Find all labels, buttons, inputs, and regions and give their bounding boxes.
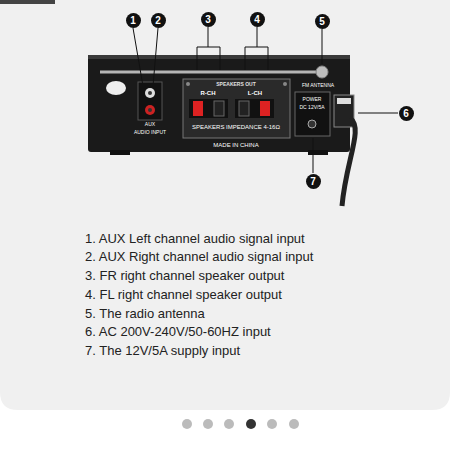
amplifier <box>88 55 355 206</box>
rca-hole <box>148 91 152 95</box>
channel-label: L-CH <box>248 90 262 97</box>
power-tag <box>337 98 351 104</box>
page-dot <box>246 419 256 429</box>
callout-circle: 4 <box>250 12 265 27</box>
page-dot <box>289 419 299 429</box>
speaker-panel <box>183 79 290 138</box>
panel-text: DC 12V/5A <box>299 105 324 111</box>
rca-jack <box>145 88 155 98</box>
card-ground <box>0 0 450 410</box>
foot <box>110 150 130 155</box>
callout-number: 5 <box>315 14 330 29</box>
leader-line <box>313 138 314 173</box>
terminal-black <box>214 101 224 116</box>
page-dot <box>267 419 277 429</box>
panel-text: POWER <box>303 97 322 103</box>
terminal-black <box>239 101 249 116</box>
page-dot <box>182 419 192 429</box>
page-dot <box>203 419 213 429</box>
callout-number: 7 <box>306 174 321 189</box>
panel-text: AUDIO INPUT <box>134 130 166 136</box>
legend-line: 6. AC 200V-240V/50-60HZ input <box>85 325 271 339</box>
leader-line <box>322 29 323 64</box>
terminal-block <box>189 99 228 118</box>
screw <box>186 82 190 86</box>
callout-number: 6 <box>399 106 414 121</box>
callout-circle: 2 <box>151 13 166 28</box>
screw <box>283 82 287 86</box>
callout-number: 4 <box>250 12 265 27</box>
housing-edge <box>88 55 350 59</box>
callout-circle: 5 <box>315 14 330 29</box>
leader-line <box>153 28 158 86</box>
terminal-red <box>260 101 270 116</box>
page-dots <box>182 419 299 429</box>
aux-panel <box>138 82 162 120</box>
leader-lines <box>133 27 398 173</box>
callout-number: 2 <box>151 13 166 28</box>
legend-line: 2. AUX Right channel audio signal input <box>85 250 313 264</box>
page-dot <box>224 419 234 429</box>
legend-line: 7. The 12V/5A supply input <box>85 344 240 358</box>
top-bar <box>0 0 55 4</box>
power-cable <box>342 118 355 206</box>
bracket <box>245 47 268 70</box>
legend-line: 4. FL right channel speaker output <box>85 288 282 302</box>
panel-text: MADE IN CHINA <box>213 142 258 149</box>
callout-circle: 3 <box>201 12 216 27</box>
legend-line: 3. FR right channel speaker output <box>85 269 284 283</box>
leader-line <box>358 113 398 114</box>
panel-text: AUX <box>145 122 155 128</box>
panel-text: SPEAKERS IMPEDANCE 4-16Ω <box>192 124 280 131</box>
rca-hole <box>148 108 152 112</box>
callout-number: 3 <box>201 12 216 27</box>
bracket <box>197 47 220 70</box>
callout-circle: 6 <box>399 106 414 121</box>
sticker <box>106 81 126 95</box>
leader-line <box>208 27 209 47</box>
terminal-red <box>193 101 203 116</box>
callout-circle: 1 <box>126 13 141 28</box>
panel-text: FM ANTENNA <box>302 83 334 89</box>
dc-panel <box>295 92 330 136</box>
rca-jack <box>145 105 155 115</box>
housing <box>88 55 350 152</box>
legend-line: 5. The radio antenna <box>85 307 205 321</box>
antenna-rod <box>100 71 316 74</box>
callout-number: 1 <box>126 13 141 28</box>
legend-line: 1. AUX Left channel audio signal input <box>85 232 305 246</box>
callout-circle: 7 <box>306 174 321 189</box>
terminal-block <box>235 99 274 118</box>
panel-text: SPEAKERS OUT <box>216 82 255 88</box>
dc-jack <box>308 120 316 128</box>
channel-label: R-CH <box>201 90 216 97</box>
foot <box>308 150 328 155</box>
leader-line <box>257 27 258 47</box>
antenna-connector <box>316 66 328 78</box>
leader-line <box>133 28 143 86</box>
